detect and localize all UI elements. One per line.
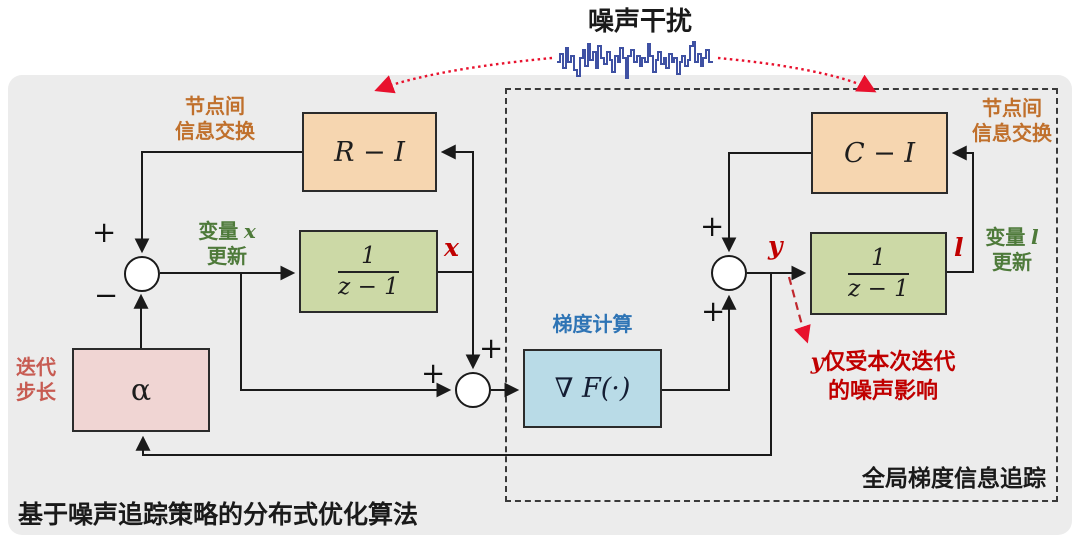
note-y-noise: y仅受本次迭代 的噪声影响 [788, 348, 978, 405]
block-gradient: ∇ F(·) [523, 349, 662, 428]
block-alpha-label: α [130, 372, 152, 408]
label-node-exchange-left-line2: 信息交换 [175, 121, 255, 143]
label-var-l-line1: 变量 l [956, 225, 1068, 251]
note-y-line1-rest: 仅受本次迭代 [823, 349, 956, 374]
label-node-exchange-left-line1: 节点间 [185, 96, 245, 118]
label-var-x-text: 变量 [198, 221, 239, 243]
block-r-minus-i-label: R − I [334, 136, 405, 168]
integrator-l-denominator: z − 1 [848, 275, 909, 302]
sum-junction-left [124, 256, 160, 292]
sign-sum-mid-top-plus: + [479, 331, 504, 365]
block-c-minus-i-label: C − I [843, 137, 916, 169]
label-node-exchange-left: 节点间 信息交换 [150, 95, 280, 145]
label-var-x-update: 变量 x 更新 [168, 219, 286, 270]
note-y-line2: 的噪声影响 [827, 377, 938, 403]
label-node-exchange-right-line1: 节点间 [982, 98, 1042, 120]
block-c-minus-i: C − I [811, 112, 948, 194]
label-step-size-line1: 迭代 [16, 357, 56, 379]
global-gradient-tracking-box [505, 88, 1058, 502]
wire-y-feedback-to-alpha [135, 273, 772, 456]
noise-arrow-left [374, 56, 553, 94]
integrator-x-numerator: 1 [338, 244, 399, 273]
label-node-exchange-right: 节点间 信息交换 [952, 97, 1072, 147]
wire-l-to-ci [947, 145, 974, 273]
note-y-line1: y仅受本次迭代 [788, 348, 978, 377]
signal-x: x [444, 233, 459, 262]
wire-ci-to-sum-right [721, 152, 811, 253]
wire-gradient-to-sum-right [662, 294, 737, 391]
label-var-x-line1: 变量 x [168, 219, 286, 245]
signal-y: y [768, 231, 783, 260]
label-var-l-line2: 更新 [992, 252, 1032, 274]
caption-outer-algorithm: 基于噪声追踪策略的分布式优化算法 [18, 501, 419, 529]
sum-junction-right [711, 255, 747, 291]
label-var-l-symbol: l [1030, 225, 1039, 249]
integrator-l-fraction: 1 z − 1 [848, 246, 909, 302]
label-var-x-line2: 更新 [207, 246, 247, 268]
integrator-x-fraction: 1 z − 1 [338, 244, 399, 300]
noise-waveform-icon [557, 41, 713, 79]
y-note-arrow [787, 276, 811, 344]
label-var-x-symbol: x [243, 219, 256, 243]
block-integrator-x: 1 z − 1 [299, 230, 438, 313]
wire-x-to-ri [440, 144, 474, 272]
block-r-minus-i: R − I [302, 112, 437, 192]
sign-sum-mid-left-plus: + [421, 356, 446, 390]
block-gradient-label: ∇ F(·) [554, 373, 631, 404]
label-node-exchange-right-line2: 信息交换 [972, 123, 1052, 145]
sign-sum-left-minus: − [94, 278, 119, 312]
integrator-l-numerator: 1 [848, 246, 909, 275]
label-step-size-line2: 步长 [16, 382, 56, 404]
wire-x-update-branch-to-sum-mid [240, 273, 452, 398]
note-y-symbol: y [810, 349, 824, 375]
label-var-l-text: 变量 [985, 227, 1026, 249]
label-var-l-update: 变量 l 更新 [956, 225, 1068, 276]
label-gradient-calc: 梯度计算 [552, 314, 633, 336]
signal-l: l [954, 233, 964, 262]
integrator-x-denominator: z − 1 [338, 273, 399, 300]
sum-junction-mid [455, 372, 491, 408]
noise-title: 噪声干扰 [587, 6, 692, 36]
noise-arrow-right [717, 56, 877, 93]
block-alpha: α [72, 348, 210, 432]
caption-global-tracking: 全局梯度信息追踪 [862, 465, 1046, 491]
sign-sum-right-top-plus: + [700, 209, 725, 243]
wire-ri-to-sum-left [134, 151, 302, 254]
sign-sum-right-bottom-plus: + [701, 294, 726, 328]
block-integrator-l: 1 z − 1 [810, 232, 947, 315]
sign-sum-left-plus: + [92, 215, 117, 249]
label-step-size: 迭代 步长 [10, 356, 62, 406]
